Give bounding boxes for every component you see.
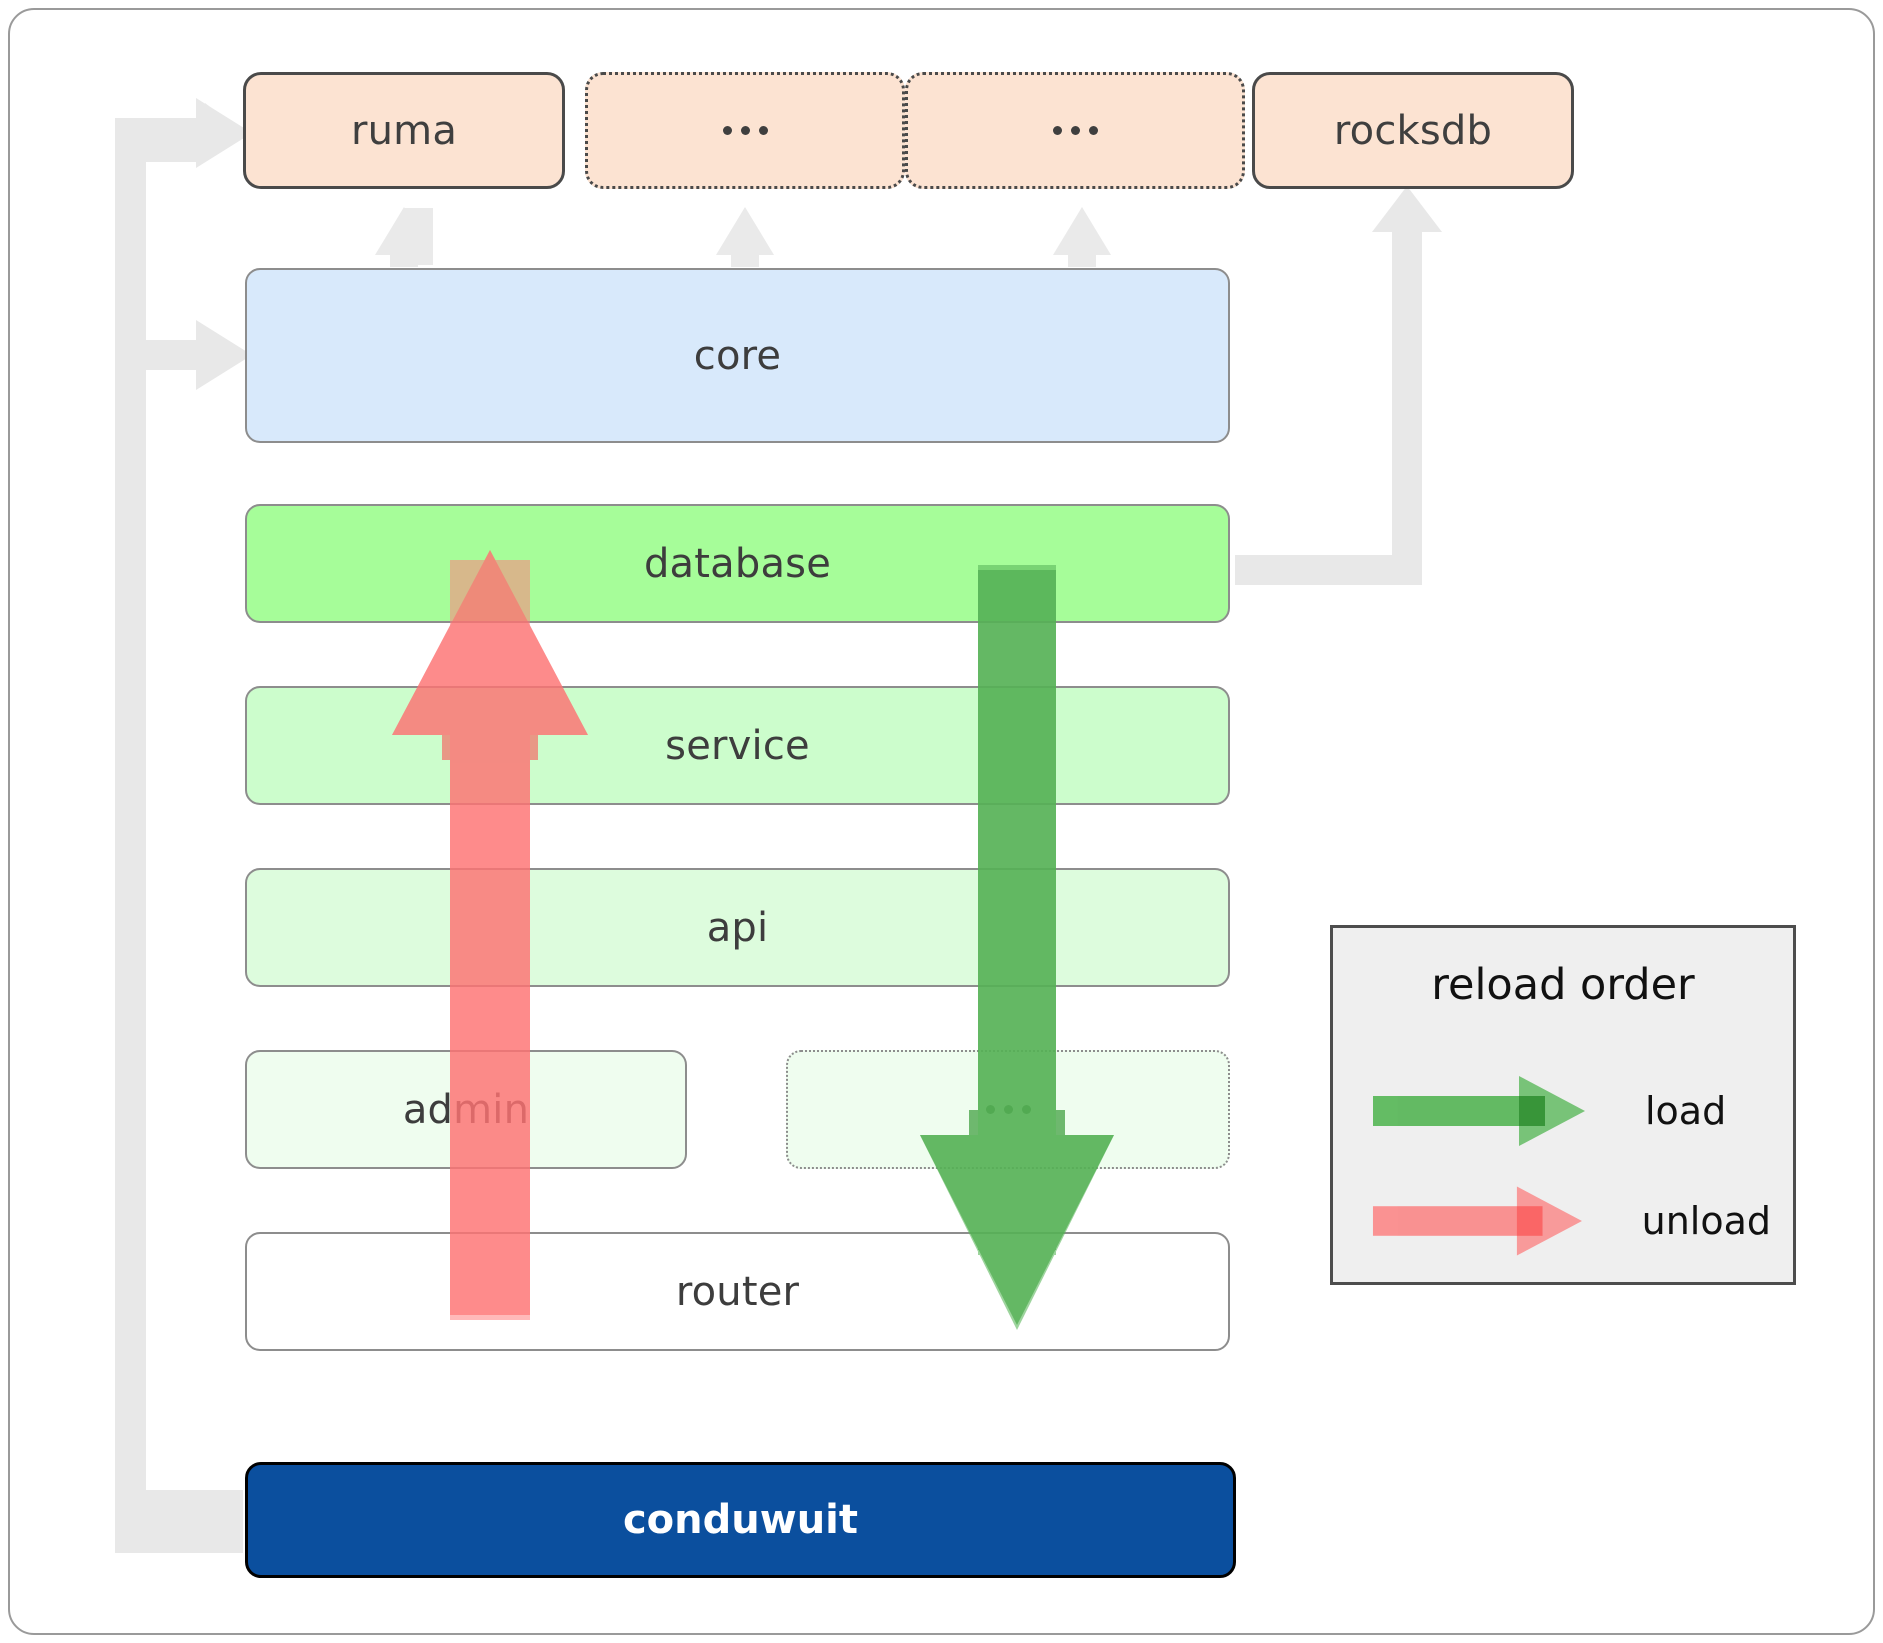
legend-label-load: load [1645,1089,1727,1133]
layer-box-api[interactable]: api [245,868,1230,987]
load-arrow-icon [1373,1076,1585,1146]
legend-panel: reload order load unload [1330,925,1796,1285]
dependency-box-ruma[interactable]: ruma [243,72,565,189]
diagram-frame [8,8,1875,1635]
layer-label-api: api [706,904,769,951]
layer-box-service[interactable]: service [245,686,1230,805]
layer-box-router[interactable]: router [245,1232,1230,1351]
unload-arrow-icon [1372,1186,1582,1256]
app-label-conduwuit: conduwuit [622,1497,859,1543]
layer-label-core: core [693,332,782,379]
ellipsis-icon [1052,126,1098,135]
layer-label-admin: admin [402,1086,530,1133]
legend-item-load: load [1371,1068,1771,1154]
legend-label-unload: unload [1641,1199,1771,1243]
layer-label-service: service [665,722,810,769]
layer-label-router: router [675,1268,800,1315]
dependency-label-rocksdb: rocksdb [1333,107,1493,154]
dependency-box-rocksdb[interactable]: rocksdb [1252,72,1574,189]
layer-box-database[interactable]: database [245,504,1230,623]
dependency-box-ellipsis-1[interactable] [585,72,905,189]
app-box-conduwuit[interactable]: conduwuit [245,1462,1236,1578]
legend-item-unload: unload [1371,1178,1771,1264]
dependency-box-ellipsis-2[interactable] [905,72,1245,189]
ellipsis-icon [722,126,768,135]
layer-box-core[interactable]: core [245,268,1230,443]
legend-title: reload order [1431,960,1695,1010]
ellipsis-icon [985,1105,1031,1114]
dependency-label-ruma: ruma [350,107,458,154]
layer-box-ellipsis[interactable] [786,1050,1230,1169]
layer-box-admin[interactable]: admin [245,1050,687,1169]
layer-label-database: database [643,540,832,587]
